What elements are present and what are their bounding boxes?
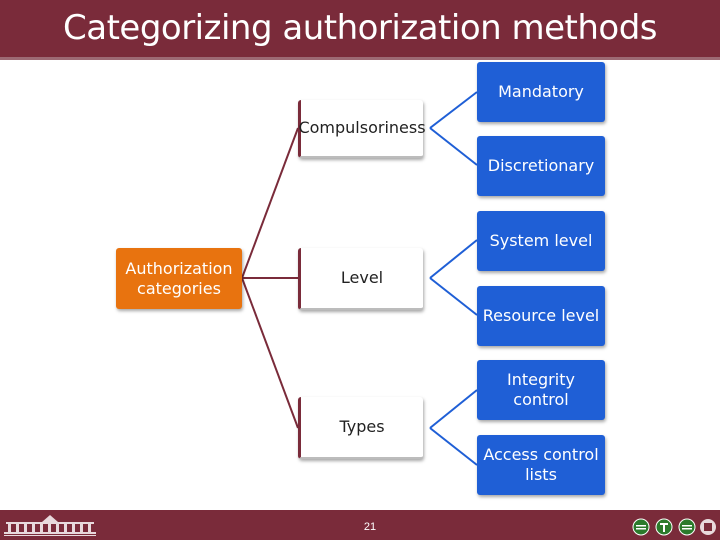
category-level: Level: [298, 248, 423, 310]
category-types: Types: [298, 397, 423, 459]
leaf-label: Access control lists: [483, 445, 599, 484]
category-label: Compulsoriness: [298, 118, 426, 137]
root-node-label: Authorization categories: [125, 258, 233, 298]
title-bar: Categorizing authorization methods: [0, 0, 720, 60]
lab-badges-icon: [632, 518, 716, 536]
connector-level-resource: [429, 277, 478, 316]
leaf-system-level: System level: [477, 211, 605, 271]
connector-level-system: [429, 239, 478, 279]
connector-compulsoriness-discretionary: [429, 127, 478, 166]
university-logo-icon: [4, 515, 96, 536]
footer-bar: 21: [0, 510, 720, 540]
connector-types-integrity: [429, 389, 478, 429]
connector-compulsoriness-mandatory: [429, 91, 478, 129]
connector-root-types: [241, 277, 299, 429]
category-label: Types: [339, 417, 385, 436]
leaf-label: Mandatory: [498, 82, 584, 101]
leaf-discretionary: Discretionary: [477, 136, 605, 196]
leaf-access-control-lists: Access control lists: [477, 435, 605, 495]
category-compulsoriness: Compulsoriness: [298, 100, 426, 158]
category-label: Level: [340, 268, 384, 287]
leaf-label: Integrity control: [507, 370, 575, 409]
connector-types-acl: [429, 427, 478, 466]
slide-title: Categorizing authorization methods: [63, 8, 658, 48]
connector-root-compulsoriness: [241, 127, 299, 279]
leaf-mandatory: Mandatory: [477, 62, 605, 122]
leaf-label: Resource level: [482, 306, 600, 325]
leaf-label: Discretionary: [487, 156, 595, 175]
page-number: 21: [363, 521, 377, 533]
leaf-resource-level: Resource level: [477, 286, 605, 346]
leaf-label: System level: [489, 231, 593, 250]
root-node: Authorization categories: [116, 248, 242, 309]
leaf-integrity-control: Integrity control: [477, 360, 605, 420]
